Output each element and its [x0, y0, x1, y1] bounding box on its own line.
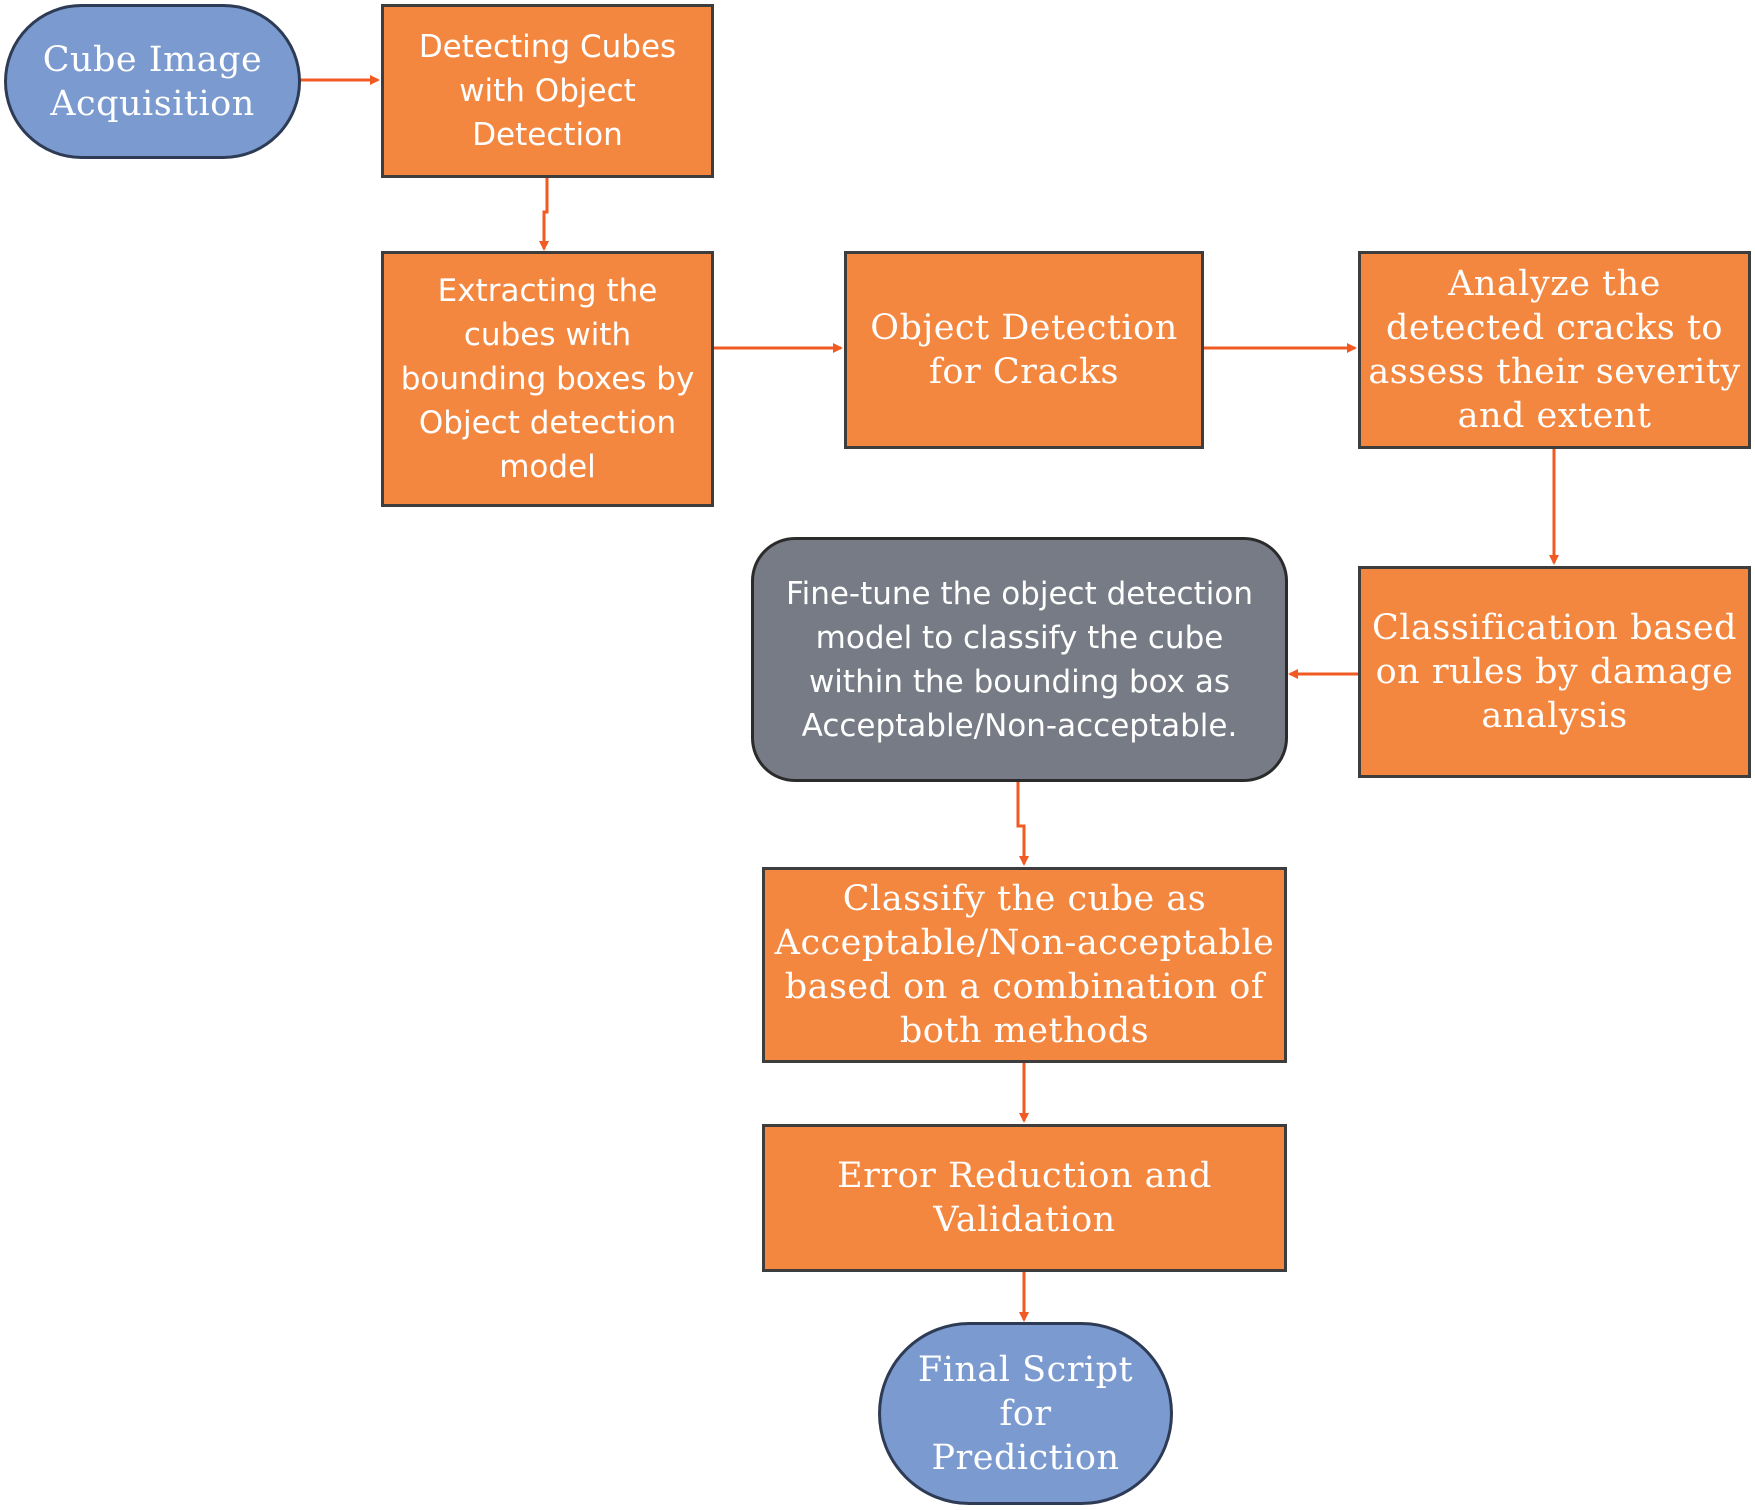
classify-combination-node: Classify the cube as Acceptable/Non-acce… [762, 867, 1287, 1063]
classify-combination-label: Classify the cube as Acceptable/Non-acce… [774, 879, 1275, 1051]
cube-image-acquisition-node: Cube Image Acquisition [4, 4, 301, 159]
final-script-label: Final Script for Prediction [917, 1349, 1134, 1478]
extracting-cubes-label: Extracting the cubes with bounding boxes… [400, 273, 695, 485]
cube-image-acquisition-label: Cube Image Acquisition [42, 39, 263, 124]
arrow-detecting-to-extracting [539, 178, 549, 251]
fine-tune-model-label: Fine-tune the object detection model to … [786, 575, 1253, 744]
object-detection-cracks-node: Object Detection for Cracks [844, 251, 1204, 449]
arrow-finetune-to-combine [1016, 782, 1029, 866]
error-reduction-label: Error Reduction and Validation [837, 1156, 1212, 1240]
analyze-cracks-label: Analyze the detected cracks to assess th… [1368, 264, 1741, 436]
fine-tune-model-node: Fine-tune the object detection model to … [751, 537, 1288, 782]
classification-rules-node: Classification based on rules by damage … [1358, 566, 1751, 778]
detecting-cubes-node: Detecting Cubes with Object Detection [381, 4, 714, 178]
object-detection-cracks-label: Object Detection for Cracks [870, 308, 1178, 392]
extracting-cubes-node: Extracting the cubes with bounding boxes… [381, 251, 714, 507]
classification-rules-label: Classification based on rules by damage … [1372, 608, 1737, 736]
final-script-node: Final Script for Prediction [878, 1322, 1173, 1505]
analyze-cracks-node: Analyze the detected cracks to assess th… [1358, 251, 1751, 449]
error-reduction-node: Error Reduction and Validation [762, 1124, 1287, 1272]
detecting-cubes-label: Detecting Cubes with Object Detection [418, 29, 677, 153]
